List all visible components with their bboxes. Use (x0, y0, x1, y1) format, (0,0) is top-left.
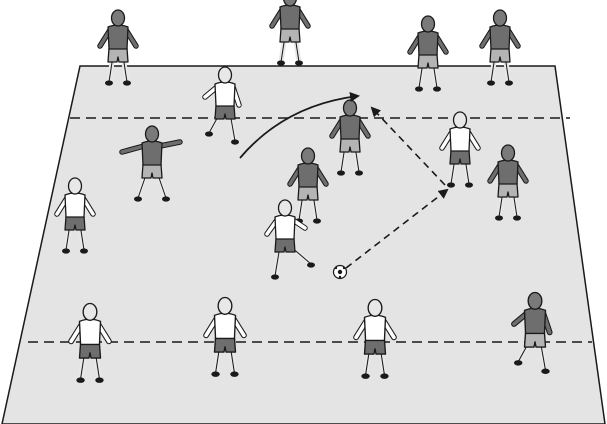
player-light-sideline-player (68, 302, 112, 383)
player-dark-defender (119, 125, 183, 202)
player-dark-defender (487, 144, 529, 221)
player-dark-sideline-player (511, 291, 553, 374)
player-dark-sideline-player (269, 0, 311, 66)
players-layer (54, 0, 553, 383)
movement-arrows (239, 92, 449, 269)
player-light-wall-passer (439, 111, 481, 188)
player-dark-sideline-player (479, 9, 521, 86)
player-light-sideline-player (203, 296, 247, 377)
player-light-sideline-player (353, 298, 397, 379)
player-light-overlapping-runner (202, 66, 242, 145)
player-light-attacker (54, 177, 96, 254)
player-dark-sideline-player (407, 15, 449, 92)
pitch-area (1, 65, 606, 424)
ball (332, 264, 348, 280)
return-pass-arrow (370, 106, 446, 186)
player-light-ball-carrier (264, 199, 315, 280)
player-dark-defender (329, 99, 371, 176)
pass-arrow (345, 188, 449, 269)
player-dark-sideline-player (97, 9, 139, 86)
run-arrow (239, 92, 360, 159)
